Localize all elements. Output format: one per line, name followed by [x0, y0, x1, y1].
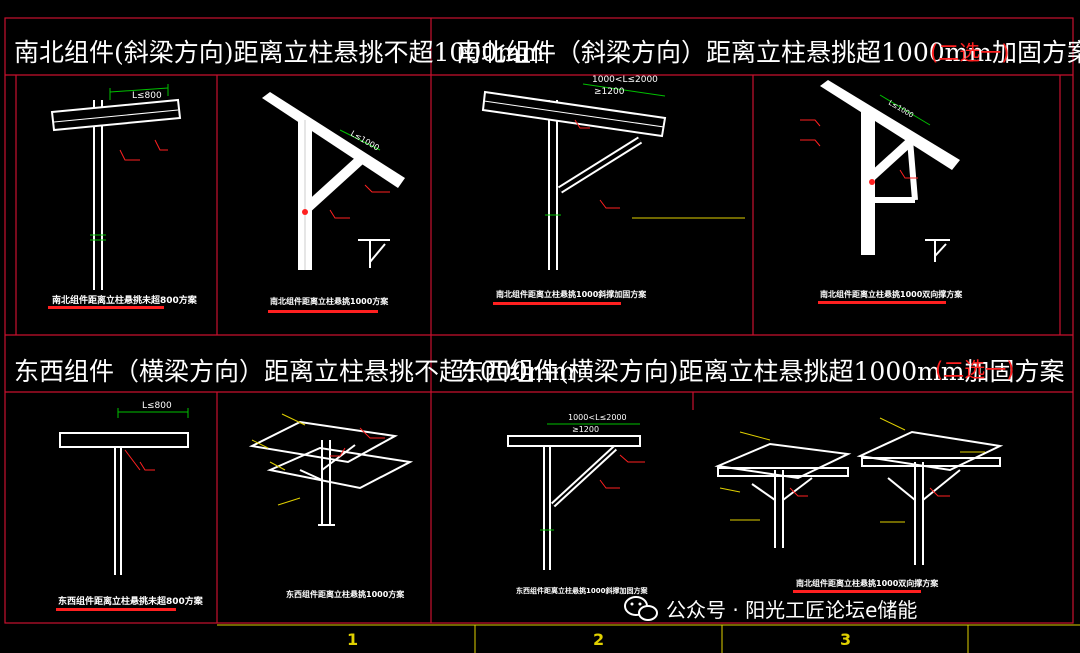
panel-6-drawing: 东西组件距离立柱悬挑1000方案	[248, 413, 414, 599]
panel-8-caption: 南北组件距离立柱悬挑1000双向撑方案	[796, 578, 939, 588]
panel-1-caption: 南北组件距离立柱悬挑未超800方案	[52, 294, 198, 306]
panel-3-caption: 南北组件距离立柱悬挑1000斜撑加固方案	[496, 289, 647, 299]
panel-7-caption: 东西组件距离立柱悬挑1000斜撑加固方案	[516, 586, 648, 595]
wechat-icon	[624, 596, 658, 621]
bottom-ruler: 1 2 3	[217, 624, 1080, 653]
watermark: 公众号 · 阳光工匠论坛e储能	[624, 596, 917, 622]
panel-5-caption: 东西组件距离立柱悬挑未超800方案	[58, 595, 204, 607]
panel-4-dim: L≤1000	[887, 99, 915, 120]
panel-5-dim: L≤800	[142, 401, 172, 411]
header2-choice: (二选一)	[935, 358, 1014, 382]
header1-right: 南北组件（斜梁方向）距离立柱悬挑超1000mm加固方案	[456, 38, 1080, 67]
ruler-label-2: 2	[593, 630, 604, 649]
panel-4-caption: 南北组件距离立柱悬挑1000双向撑方案	[820, 289, 963, 299]
panel-2-drawing: L≤1000 南北组件距离立柱悬挑1000方案	[262, 92, 405, 313]
ruler-label-1: 1	[347, 630, 358, 649]
panel-7-dim: 1000<L≤2000	[568, 413, 627, 422]
panel-7-dim2: ≥1200	[572, 425, 599, 434]
panel-3-dim2: ≥1200	[594, 87, 625, 97]
panel-4-drawing: L≤1000 南北组件距离立柱悬挑1000双向撑方案	[800, 80, 963, 304]
frame-grid	[4, 17, 1074, 624]
header1-left: 南北组件(斜梁方向)距离立柱悬挑不超1000mm	[14, 38, 545, 67]
panel-5-drawing: L≤800 东西组件距离立柱悬挑未超800方案	[56, 401, 204, 611]
ruler-label-3: 3	[840, 630, 851, 649]
header1-choice: (二选一)	[930, 41, 1009, 65]
panel-6-caption: 东西组件距离立柱悬挑1000方案	[286, 589, 405, 599]
panel-3-drawing: 1000<L≤2000 ≥1200 南北组件距离立柱悬挑1000斜撑加固方案	[481, 75, 745, 305]
panel-1-drawing: L≤800 南北组件距离立柱悬挑未超800方案	[48, 84, 198, 309]
panel-7-drawing: 1000<L≤2000 ≥1200 东西组件距离立柱悬挑1000斜撑加固方案	[507, 413, 648, 595]
panel-2-caption: 南北组件距离立柱悬挑1000方案	[270, 296, 389, 306]
panel-3-dim: 1000<L≤2000	[592, 75, 658, 85]
panel-8-drawing: 南北组件距离立柱悬挑1000双向撑方案	[714, 417, 1004, 593]
panel-1-dim: L≤800	[132, 91, 162, 101]
watermark-text: 公众号 · 阳光工匠论坛e储能	[666, 598, 917, 622]
header2-right: 东西组件(横梁方向)距离立柱悬挑超1000mm加固方案	[459, 357, 1065, 386]
header2-left: 东西组件（横梁方向）距离立柱悬挑不超1000mm	[14, 357, 575, 386]
